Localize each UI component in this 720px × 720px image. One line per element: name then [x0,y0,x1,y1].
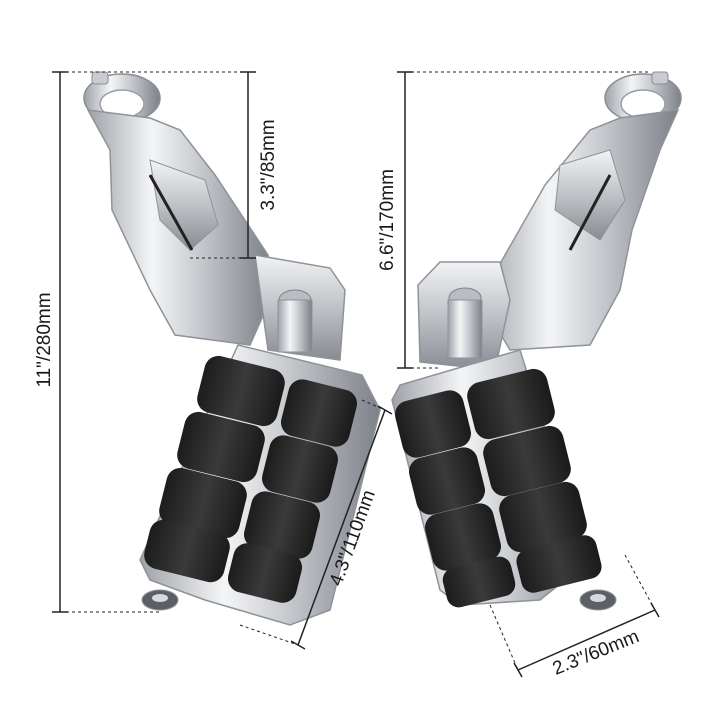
total-height-label: 11"/280mm [34,292,55,387]
dimension-lines [52,71,660,678]
peg-width-label: 2.3"/60mm [550,626,642,680]
right-footpeg [391,71,682,611]
clamp-height-label: 3.3"/85mm [258,119,279,210]
left-peg-rubber-grips [144,355,358,603]
left-footpeg [83,71,381,626]
right-peg-rubber-grips [394,368,602,608]
bracket-height-label: 6.6"/170mm [377,169,398,271]
